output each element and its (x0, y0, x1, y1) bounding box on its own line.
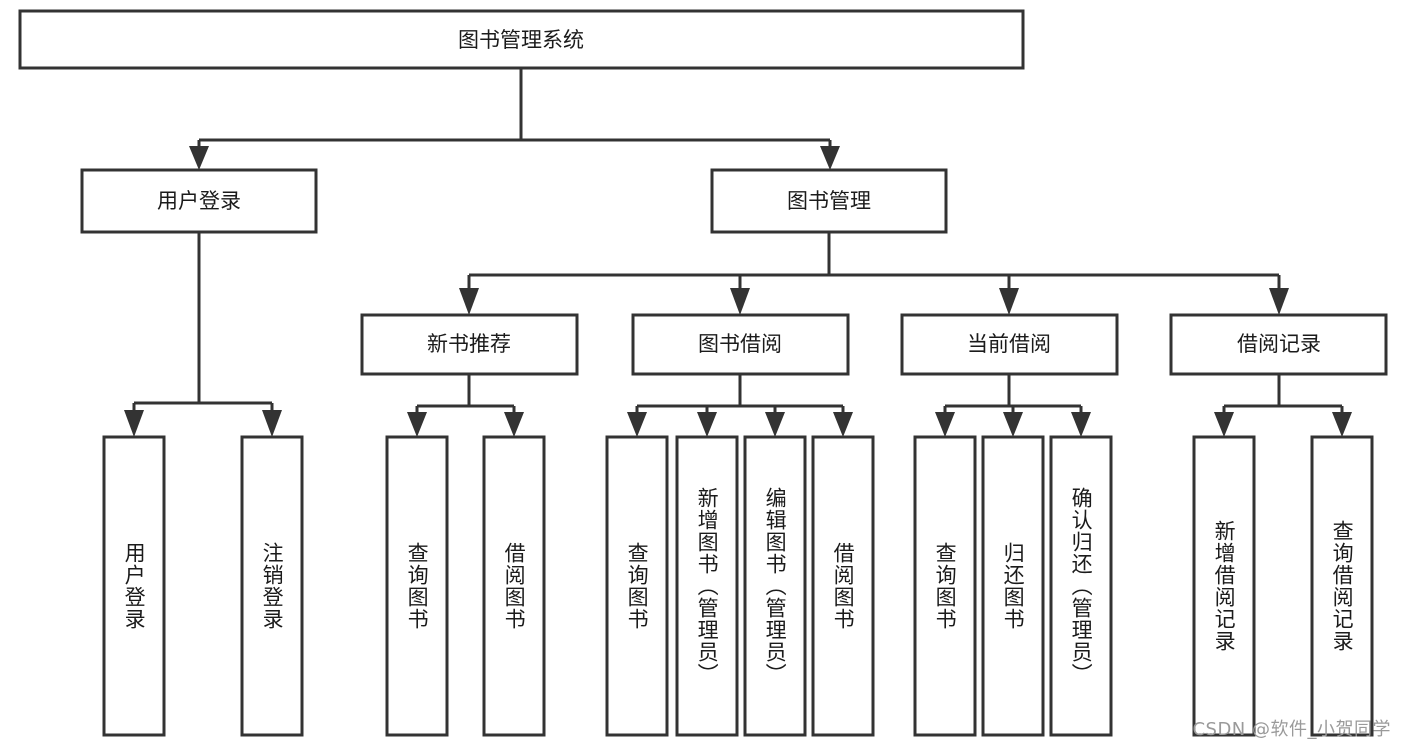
node-new-book-recommend-box[interactable] (360, 313, 579, 376)
node-book-borrow-label: 图书借阅 (698, 332, 782, 356)
arrow-head-leaf-user-login (124, 410, 144, 437)
node-root[interactable]: 图书管理系统 (18, 9, 1025, 70)
leaf-box-nbr-borrow-book[interactable] (482, 435, 546, 737)
watermark-text: CSDN @软件_小贺同学 (1192, 719, 1391, 740)
arrow-head-br-add (1214, 412, 1234, 437)
node-current-borrow-label: 当前借阅 (967, 332, 1051, 356)
arrow-head-cb-query (935, 412, 955, 437)
leaf-box-br-add-record[interactable] (1192, 435, 1256, 737)
node-user-login[interactable]: 用户登录 (80, 168, 318, 234)
leaf-box-bb-edit-book[interactable] (743, 435, 807, 737)
edge-group-borrow-record (1214, 374, 1352, 437)
arrow-head-new-book (459, 288, 479, 315)
leaf-box-cb-query-book[interactable] (913, 435, 977, 737)
leaf-box-logout[interactable] (240, 435, 304, 737)
node-current-borrow[interactable]: 当前借阅 (900, 313, 1119, 376)
node-book-manage-label: 图书管理 (787, 189, 871, 213)
node-borrow-record-box[interactable] (1169, 313, 1388, 376)
node-new-book-recommend-label: 新书推荐 (427, 332, 511, 356)
edge-group-new-book-recommend (407, 374, 524, 437)
leaf-box-bb-borrow-book[interactable] (811, 435, 875, 737)
arrow-head-bb-borrow (833, 412, 853, 437)
arrow-head-cb-return (1003, 412, 1023, 437)
leaf-box-br-query-record[interactable] (1310, 435, 1374, 737)
leaf-box-bb-query-book[interactable] (605, 435, 669, 737)
node-user-login-label: 用户登录 (157, 189, 241, 213)
node-borrow-record[interactable]: 借阅记录 (1169, 313, 1388, 376)
edge-group-book-manage (459, 232, 1289, 315)
edge-group-user-login (124, 232, 282, 437)
edge-group-root (189, 68, 840, 170)
leaf-box-user-login[interactable] (102, 435, 166, 737)
node-root-box[interactable] (18, 9, 1025, 70)
arrow-head-book-borrow (730, 288, 750, 315)
node-borrow-record-label: 借阅记录 (1237, 332, 1321, 356)
arrow-head-br-query (1332, 412, 1352, 437)
node-user-login-box[interactable] (80, 168, 318, 234)
edge-group-current-borrow (935, 374, 1091, 437)
leaf-boxes (102, 435, 1374, 737)
arrow-head-borrow-record (1269, 288, 1289, 315)
arrow-head-bb-edit (765, 412, 785, 437)
arrow-head-user-login (189, 146, 209, 170)
node-root-label: 图书管理系统 (458, 28, 584, 52)
arrow-head-bb-query (627, 412, 647, 437)
leaf-box-bb-add-book[interactable] (675, 435, 739, 737)
arrow-head-nbr-query (407, 412, 427, 437)
leaf-box-cb-confirm-return[interactable] (1049, 435, 1113, 737)
arrow-head-nbr-borrow (504, 412, 524, 437)
node-book-manage-box[interactable] (710, 168, 948, 234)
arrow-head-book-manage (820, 146, 840, 170)
arrow-head-leaf-logout (262, 410, 282, 437)
node-book-borrow[interactable]: 图书借阅 (631, 313, 850, 376)
leaf-box-cb-return-book[interactable] (981, 435, 1045, 737)
node-new-book-recommend[interactable]: 新书推荐 (360, 313, 579, 376)
node-current-borrow-box[interactable] (900, 313, 1119, 376)
node-book-borrow-box[interactable] (631, 313, 850, 376)
leaf-box-nbr-query-book[interactable] (385, 435, 449, 737)
edge-group-book-borrow (627, 374, 853, 437)
arrow-head-current-borrow (999, 288, 1019, 315)
arrow-head-cb-confirm (1071, 412, 1091, 437)
arrow-head-bb-add (697, 412, 717, 437)
node-book-manage[interactable]: 图书管理 (710, 168, 948, 234)
